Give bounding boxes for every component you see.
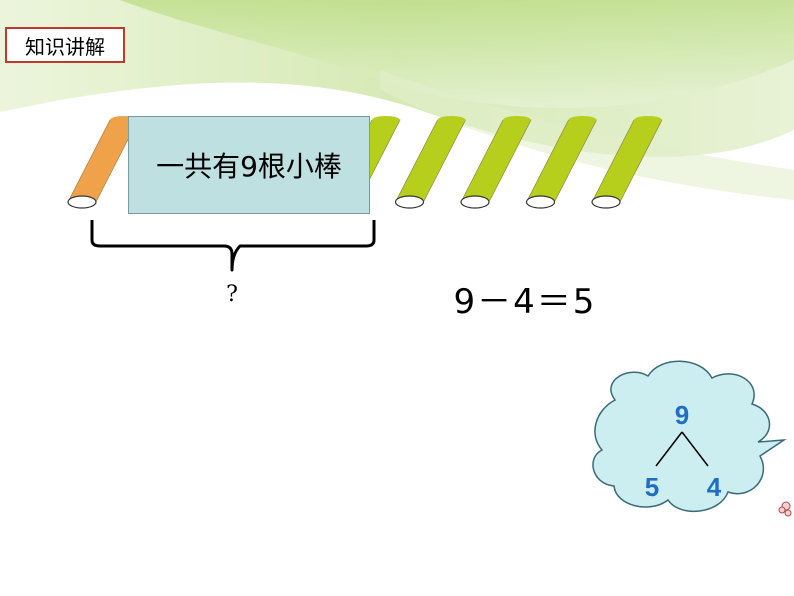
curly-brace	[90, 220, 376, 272]
background-wave	[0, 0, 794, 200]
section-label: 知识讲解	[5, 27, 125, 63]
total-sticks-text: 一共有9根小棒	[156, 150, 342, 183]
bond-part-right: 4	[706, 472, 722, 502]
stick-green	[525, 116, 597, 209]
stick-green	[394, 116, 466, 209]
total-sticks-box: 一共有9根小棒	[128, 116, 370, 214]
bond-part-left: 5	[644, 472, 660, 502]
bond-whole: 9	[674, 400, 690, 430]
stick-green	[591, 116, 663, 209]
subtraction-equation: 9－4＝5	[453, 282, 597, 322]
question-mark: ?	[226, 282, 238, 307]
stick-green	[460, 116, 532, 209]
flower-icon	[778, 501, 792, 517]
